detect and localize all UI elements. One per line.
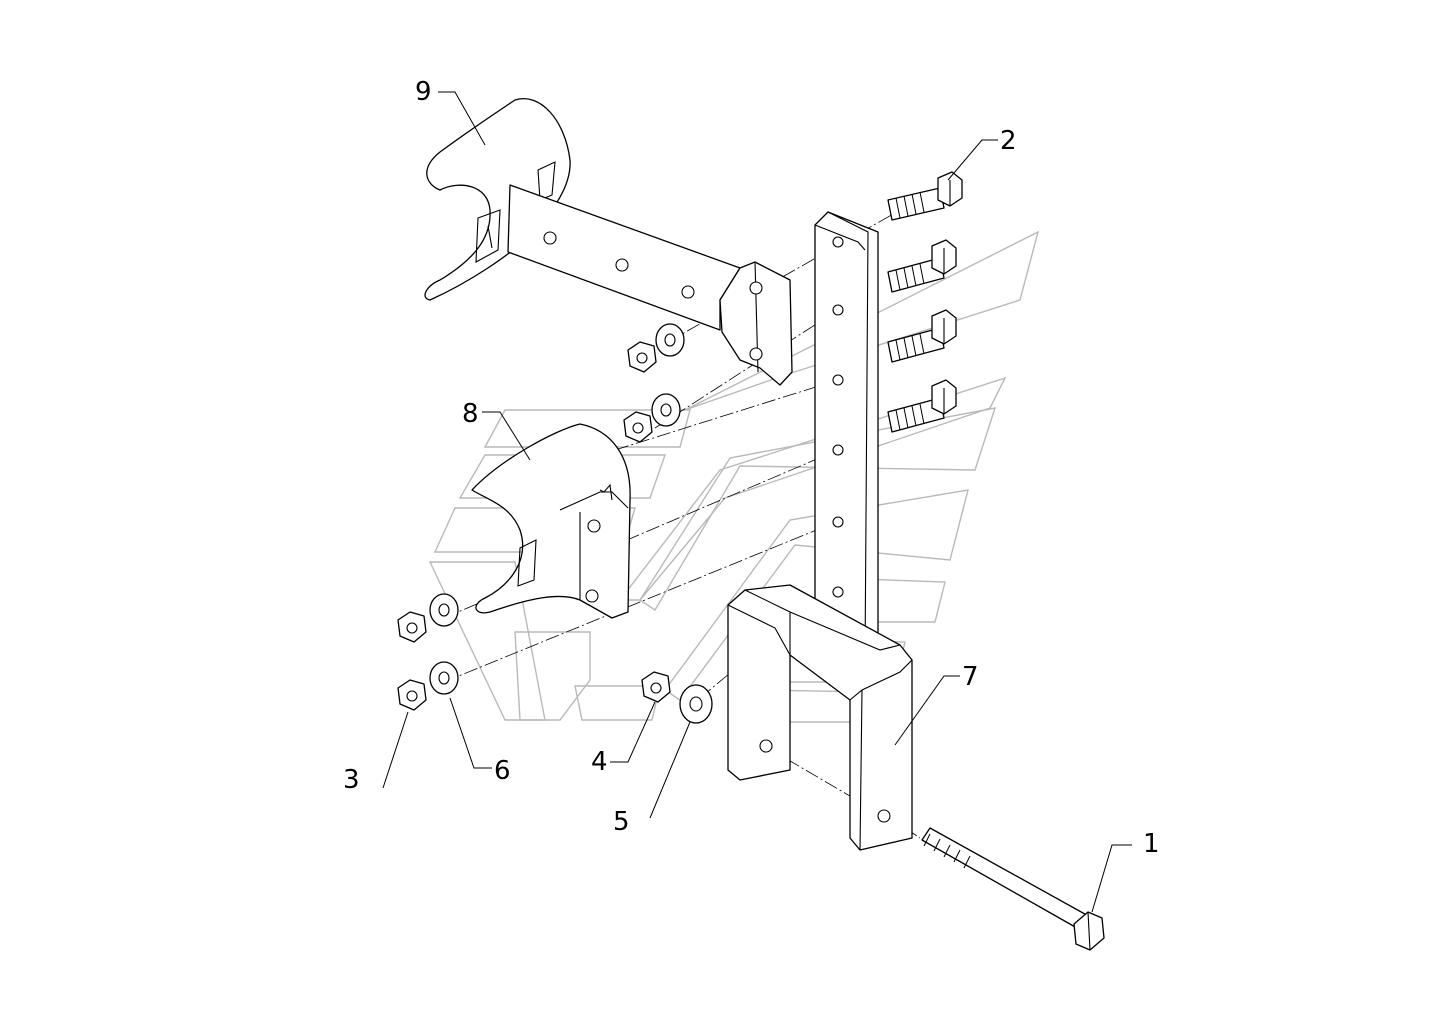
callout-9: 9 xyxy=(415,77,432,107)
part-1-long-bolt xyxy=(921,827,1105,951)
part-8-lower-clamp xyxy=(471,423,631,619)
washer-lower-1 xyxy=(429,593,459,627)
callout-5: 5 xyxy=(613,807,630,837)
callout-7: 7 xyxy=(962,662,979,692)
nut-upper-1 xyxy=(627,341,657,373)
callout-8: 8 xyxy=(462,399,479,429)
callout-leaders xyxy=(382,91,1132,913)
callout-2: 2 xyxy=(1000,126,1017,156)
vertical-mounting-bar xyxy=(814,211,879,661)
callout-4: 4 xyxy=(591,747,608,777)
nut-lower-1 xyxy=(397,611,427,643)
bolt-2a xyxy=(887,171,963,221)
nut-4 xyxy=(641,671,671,703)
washer-6 xyxy=(429,661,459,695)
washer-upper-2 xyxy=(651,393,681,427)
nut-upper-2 xyxy=(623,411,653,443)
part-7-u-bracket xyxy=(727,584,913,851)
bolt-2d xyxy=(887,379,957,433)
bolt-2c xyxy=(887,309,957,363)
nuts-and-washers xyxy=(397,323,713,724)
washer-5 xyxy=(679,684,713,724)
callout-3: 3 xyxy=(343,765,360,795)
washer-upper-1 xyxy=(655,323,685,357)
callout-1: 1 xyxy=(1143,829,1160,859)
callout-6: 6 xyxy=(494,756,511,786)
part-2-short-bolts xyxy=(887,171,963,433)
part-9-upper-clamp xyxy=(424,98,793,386)
bolt-2b xyxy=(887,239,957,293)
nut-3 xyxy=(397,679,427,711)
callout-labels: 1 2 3 4 5 6 7 8 9 xyxy=(343,77,1160,859)
